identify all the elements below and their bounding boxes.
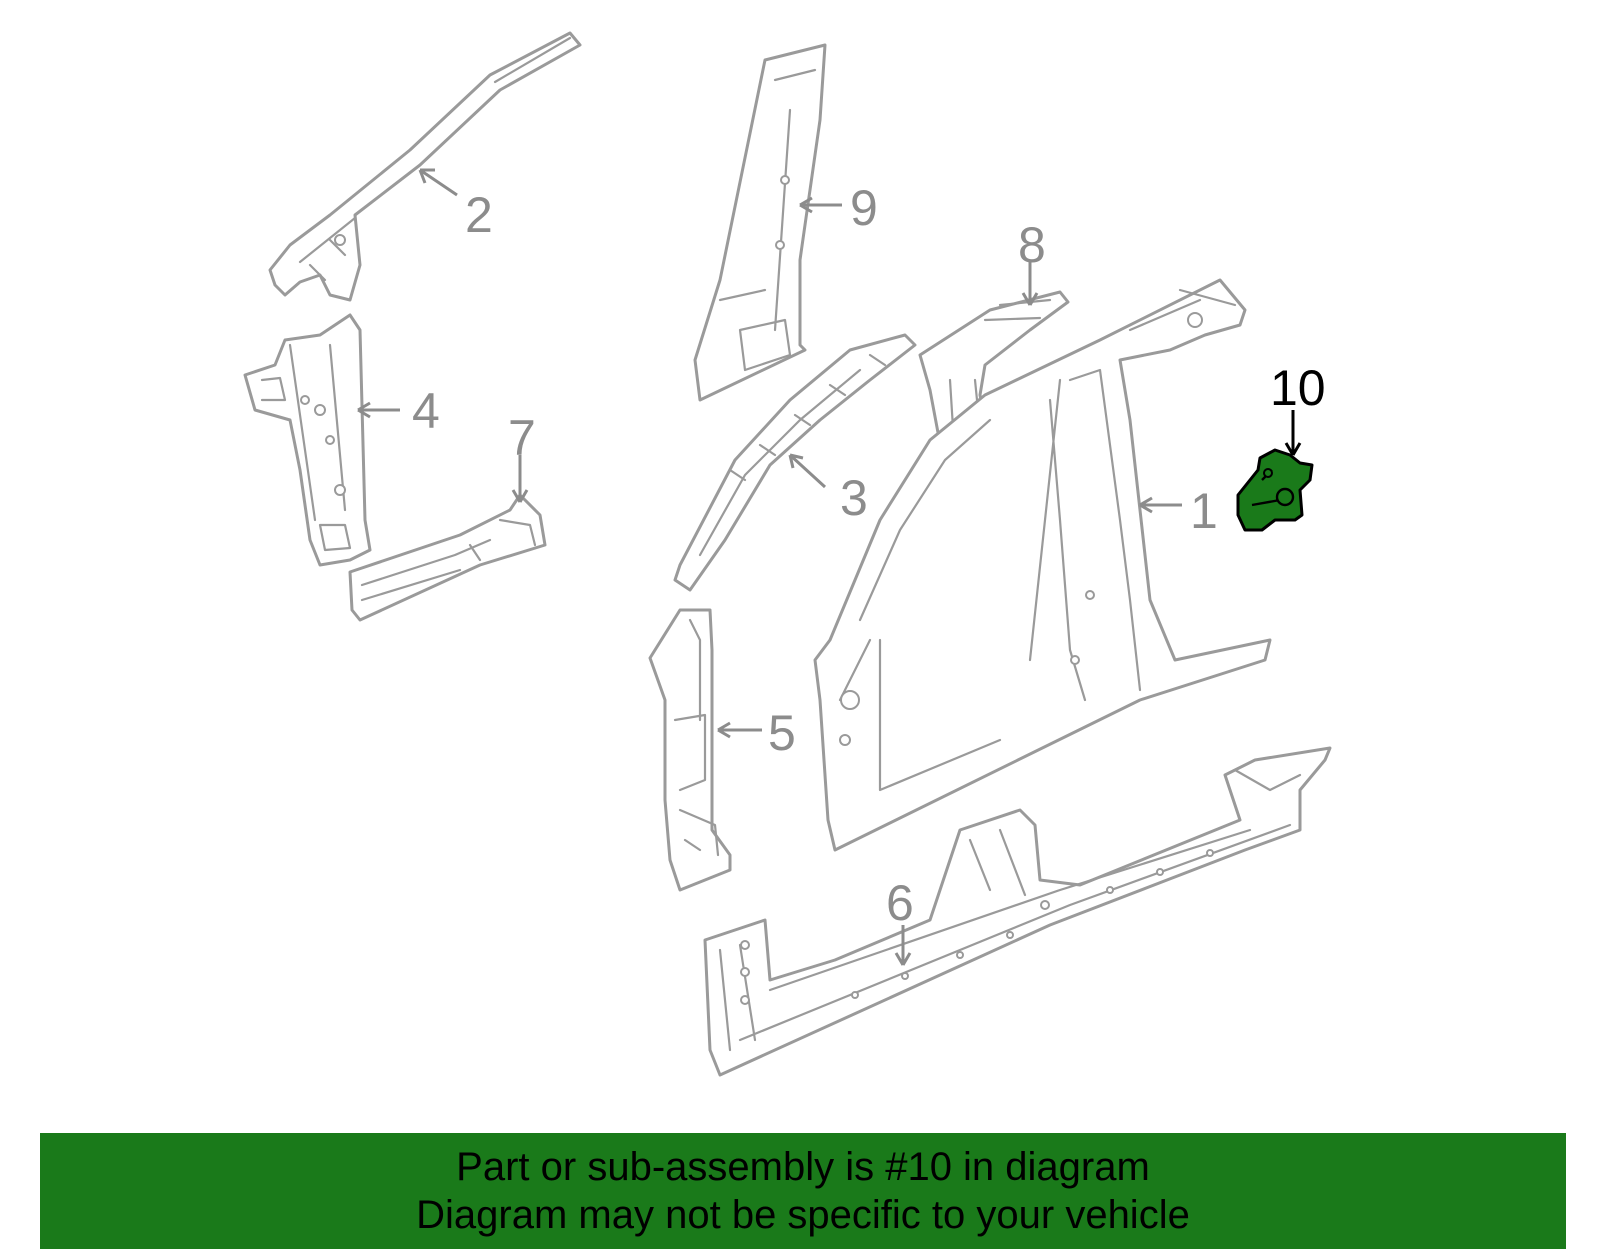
part-5-a-pillar-lower[interactable]: [648, 608, 732, 892]
callout-8: 8: [1018, 217, 1046, 273]
part-3-roof-side-rail[interactable]: [673, 333, 917, 592]
part-1-body-side[interactable]: [813, 278, 1272, 852]
callout-6: 6: [886, 875, 914, 931]
part-7-reinforcement[interactable]: [348, 493, 547, 622]
banner-line-2: Diagram may not be specific to your vehi…: [416, 1193, 1190, 1237]
part-10-bracket[interactable]: [1236, 448, 1314, 532]
part-2-roof-rail[interactable]: [268, 31, 582, 302]
callout-10: 10: [1270, 360, 1326, 416]
part-4-hinge-pillar[interactable]: [243, 313, 372, 567]
callout-5: 5: [768, 705, 796, 761]
callout-9: 9: [850, 180, 878, 236]
callout-2: 2: [465, 187, 493, 243]
leader-lines: [357, 168, 1302, 966]
callout-4: 4: [412, 383, 440, 439]
part-9-b-pillar[interactable]: [693, 43, 827, 402]
banner-line-1: Part or sub-assembly is #10 in diagram: [456, 1145, 1150, 1189]
parts-diagram: 2 4 7 9 3 8 1 5 6 10: [243, 31, 1332, 1077]
callout-7: 7: [508, 410, 536, 466]
callout-3: 3: [840, 470, 868, 526]
part-6-rocker-panel[interactable]: [703, 746, 1332, 1077]
info-banner: Part or sub-assembly is #10 in diagram D…: [40, 1133, 1566, 1249]
callout-1: 1: [1190, 483, 1218, 539]
